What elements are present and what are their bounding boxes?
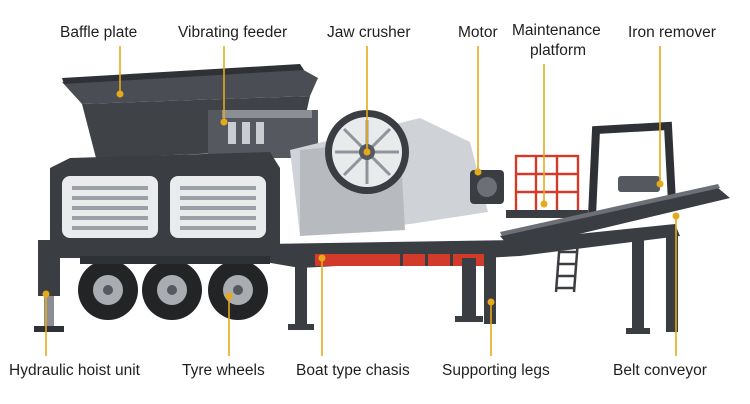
feeder-springs [228,122,264,144]
leader-dots [42,90,680,306]
platform-deck [506,210,588,218]
conveyor-belt-surface [500,184,720,236]
label-maintenance-platform-line1: Maintenance [512,22,601,39]
label-jaw-crusher: Jaw crusher [327,24,411,41]
left-panel-vents [72,186,148,230]
iron-remover [618,176,660,192]
motor-dot [474,168,482,176]
tyre-wheels-dot [225,292,233,300]
label-baffle-plate: Baffle plate [60,24,138,41]
label-belt-conveyor: Belt conveyor [613,362,707,379]
chassis-stripe-ticks [400,254,453,266]
label-hydraulic-hoist-unit: Hydraulic hoist unit [9,362,140,379]
leader-lines [45,46,677,356]
belt-conveyor-dot [672,212,680,220]
motor-pulley [477,177,497,197]
tyre-wheels [78,260,268,320]
label-tyre-wheels: Tyre wheels [182,362,265,379]
maintenance-platform [514,154,580,214]
supporting-legs [288,232,678,334]
label-iron-remover: Iron remover [628,24,716,41]
label-supporting-legs: Supporting legs [442,362,550,379]
label-vibrating-feeder: Vibrating feeder [178,24,288,41]
iron-remover-dot [656,180,664,188]
label-motor: Motor [458,24,498,41]
hopper-top-lip [62,64,304,84]
ladder [554,239,580,293]
baffle-plate [62,68,318,104]
supporting-legs-dot [487,298,495,306]
vibrating-feeder-dot [220,118,228,126]
iron-remover-frame [588,121,676,217]
label-maintenance-platform-line2: platform [530,42,586,59]
right-panel-vents [180,186,256,230]
jaw-crusher-dot [363,148,371,156]
label-boat-type-chasis: Boat type chasis [296,362,410,379]
chasis-dot [318,254,326,262]
feeder-grizzly [222,110,312,118]
mobile-crusher-machine [34,64,730,334]
hydraulic-hoist-unit [34,240,64,332]
maintenance-platform-dot [540,200,548,208]
belt-conveyor [500,188,730,250]
axle-beam [80,256,270,264]
hydraulic-hoist-dot [42,290,50,298]
baffle-plate-dot [116,90,124,98]
